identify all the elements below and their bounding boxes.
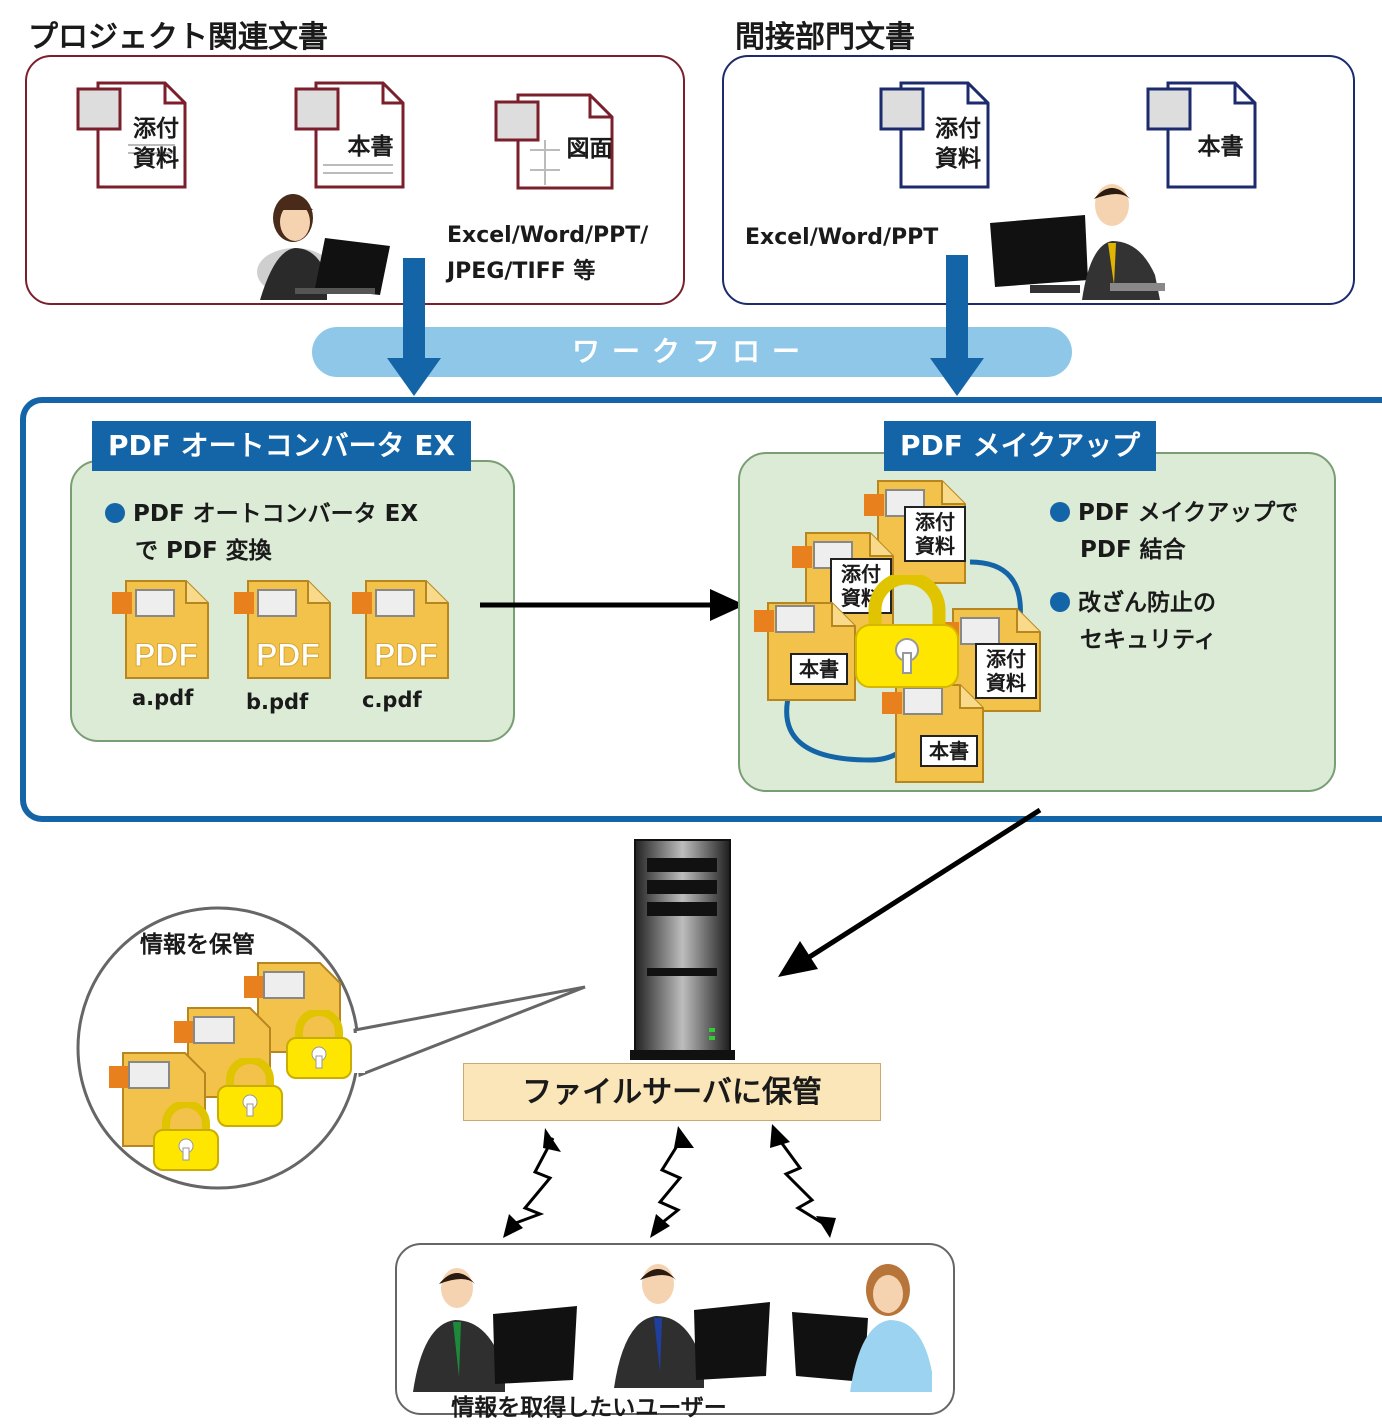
doc-label-main: 本書 [347,134,394,160]
pdf-file-icon: PDF [234,580,331,679]
bullet-dot-icon [1050,592,1070,612]
indirect-formats: Excel/Word/PPT [745,225,939,250]
pdf-file-icon [174,1007,271,1098]
down-left-arrow-icon [778,807,1042,977]
doc-label-attachment: 添付 資料 [133,116,179,172]
pdf-filename: a.pdf [132,686,194,710]
lock-icon [855,575,959,688]
pdf-icon-text: PDF [256,637,320,673]
makeup-tag: PDF メイクアップ [884,421,1157,471]
lock-icon [286,1010,352,1079]
doc-label-drawing: 図面 [566,136,613,162]
woman-at-laptop-icon [792,1264,932,1392]
merged-doc-label: 本書 [920,735,978,767]
merged-doc-label: 本書 [790,653,848,685]
pdf-file-icon: PDF [352,580,449,679]
lock-icon [217,1058,283,1127]
document-icon [879,81,990,189]
auto-converter-tag: PDF オートコンバータ EX [92,421,472,471]
makeup-bullet-security: 改ざん防止の [1050,585,1216,621]
server-icon [630,839,735,1060]
pdf-icon-text: PDF [134,637,198,673]
document-icon [76,81,187,189]
merged-doc-label: 添付 資料 [904,506,966,562]
project-docs-title: プロジェクト関連文書 [28,20,328,55]
pdf-file-icon: PDF [112,580,209,679]
project-formats-line1: Excel/Word/PPT/ [447,223,649,248]
access-arrow-icon [650,1126,694,1238]
lock-icon [153,1102,219,1171]
bullet-dot-icon [1050,502,1070,522]
doc-label-main: 本書 [1197,134,1244,160]
access-arrow-icon [503,1128,561,1238]
processing-box [20,397,1382,822]
access-arrow-icon [770,1124,836,1238]
man-at-laptop-icon [614,1264,770,1388]
document-icon [294,81,405,189]
auto-converter-bullet-line2: で PDF 変換 [135,538,272,564]
project-formats-line2: JPEG/TIFF 等 [447,259,596,284]
indirect-docs-title: 間接部門文書 [735,20,915,55]
makeup-bullet-merge-line2: PDF 結合 [1080,537,1186,563]
pdf-icon-text: PDF [374,637,438,673]
man-at-monitor-icon [990,184,1165,300]
pdf-filename: b.pdf [246,690,309,714]
pdf-filename: c.pdf [362,688,422,712]
file-server-label: ファイルサーバに保管 [463,1063,881,1121]
down-arrow-icon [930,255,984,396]
workflow-label: ワークフロー [571,335,812,368]
pdf-file-icon [244,962,341,1053]
right-arrow-icon [480,589,745,621]
doc-label-attachment: 添付 資料 [935,116,981,172]
drawing-document-icon [494,93,614,190]
woman-at-laptop-icon [257,194,390,300]
storage-bubble-label: 情報を保管 [140,932,255,958]
down-arrow-icon [387,258,441,396]
document-icon [1146,81,1257,189]
bullet-dot-icon [105,503,125,523]
users-label: 情報を取得したいユーザー [451,1395,727,1421]
auto-converter-bullet: PDF オートコンバータ EX [105,496,418,532]
pdf-file-icon [109,1052,206,1147]
makeup-bullet-merge: PDF メイクアップで [1050,495,1298,531]
merged-doc-label: 添付 資料 [975,643,1037,699]
man-at-laptop-icon [413,1268,577,1392]
makeup-bullet-security-line2: セキュリティ [1080,627,1217,653]
